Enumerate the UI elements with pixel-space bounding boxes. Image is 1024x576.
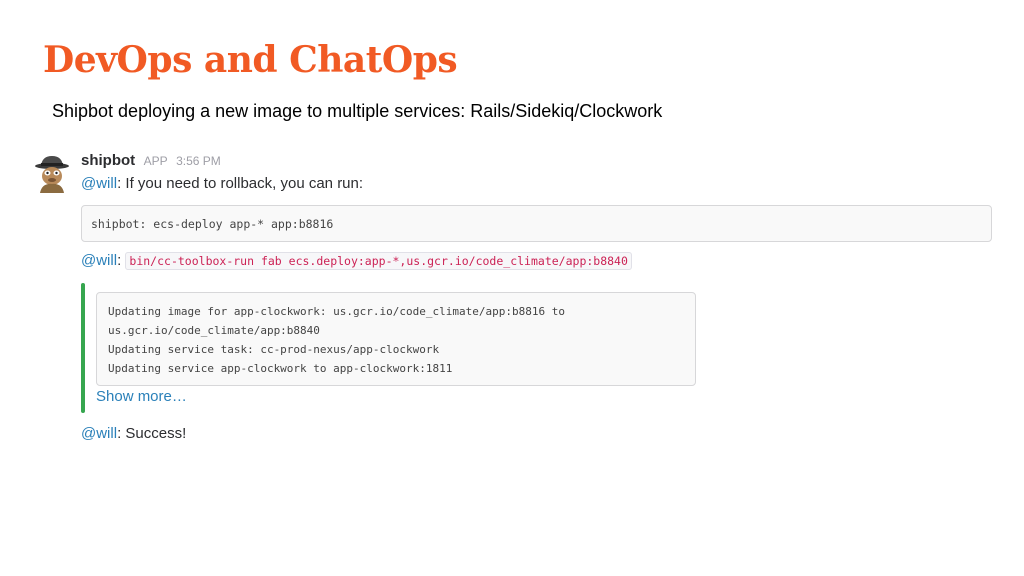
user-mention[interactable]: @will [81, 175, 118, 192]
user-mention[interactable]: @will [81, 425, 118, 442]
message-body: shipbot APP 3:56 PM @will: If you need t… [81, 150, 993, 442]
message-line-success: @will: Success! [81, 423, 186, 445]
deploy-attachment: Updating image for app-clockwork: us.gcr… [81, 283, 701, 413]
log-line: us.gcr.io/code_climate/app:b8840 [108, 324, 320, 337]
spy-bot-avatar-icon[interactable] [32, 153, 72, 193]
app-badge: APP [143, 154, 168, 168]
message-text: : Success! [117, 425, 187, 442]
message-header: shipbot APP 3:56 PM [81, 150, 993, 172]
rollback-command: shipbot: ecs-deploy app-* app:b8816 [91, 217, 334, 231]
message-line-deploy: @will: bin/cc-toolbox-run fab ecs.deploy… [81, 250, 632, 272]
slide-subtitle: Shipbot deploying a new image to multipl… [52, 101, 663, 121]
slide-title: DevOps and ChatOps [43, 39, 458, 81]
attachment-color-bar [81, 283, 85, 413]
message-line-rollback: @will: If you need to rollback, you can … [81, 173, 993, 195]
show-more-label[interactable]: Show more… [96, 388, 187, 405]
log-line: Updating service task: cc-prod-nexus/app… [108, 343, 440, 356]
message-separator: : [117, 252, 122, 269]
log-line: Updating service app-clockwork to app-cl… [108, 362, 453, 375]
sender-name[interactable]: shipbot [81, 152, 136, 169]
user-mention[interactable]: @will [81, 252, 118, 269]
message-text: : If you need to rollback, you can run: [117, 175, 364, 192]
message-timestamp[interactable]: 3:56 PM [176, 154, 221, 168]
deploy-command-inline-code: bin/cc-toolbox-run fab ecs.deploy:app-*,… [125, 252, 632, 270]
show-more-link[interactable]: Show more… [96, 388, 187, 406]
rollback-command-block: shipbot: ecs-deploy app-* app:b8816 [81, 205, 992, 242]
log-line: Updating image for app-clockwork: us.gcr… [108, 305, 565, 318]
deploy-log-block: Updating image for app-clockwork: us.gcr… [96, 292, 696, 386]
